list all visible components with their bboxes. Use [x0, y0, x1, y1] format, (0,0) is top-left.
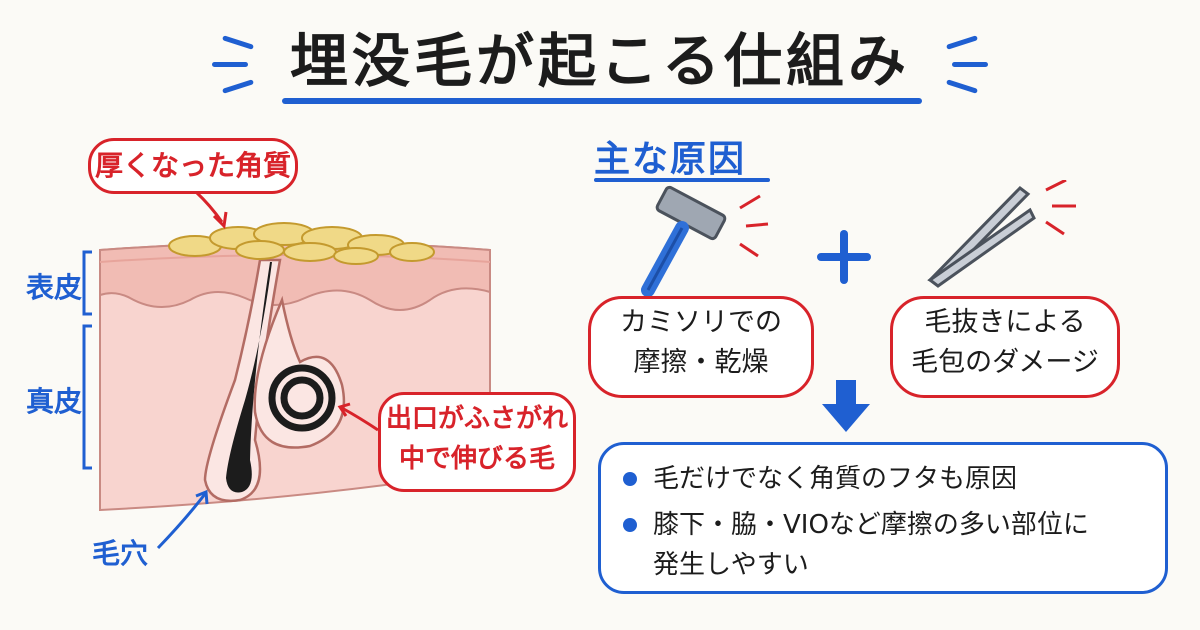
summary-bullet-1-text: 毛だけでなく角質のフタも原因 — [653, 464, 1018, 494]
razor-icon — [641, 185, 769, 297]
summary-bullet-1: 毛だけでなく角質のフタも原因 — [623, 459, 1143, 499]
dermis-bracket — [82, 324, 92, 470]
summary-bullet-2-text: 膝下・脇・VIOなど摩擦の多い部位に 発生しやすい — [653, 505, 1089, 585]
tweezers-icon — [927, 180, 1076, 288]
down-arrow-icon — [822, 380, 870, 432]
razor-cause-line1: カミソリでの — [620, 307, 782, 338]
blocked-hair-line1: 出口がふさがれ — [385, 404, 568, 434]
summary-box: 毛だけでなく角質のフタも原因 膝下・脇・VIOなど摩擦の多い部位に 発生しやすい — [598, 442, 1168, 594]
summary-bullet-2-line2: 発生しやすい — [653, 550, 809, 580]
keratin-arrow — [194, 190, 224, 223]
plus-icon — [817, 230, 871, 284]
title-underline — [282, 98, 922, 104]
epidermis-bracket — [82, 250, 92, 316]
keratin-layer — [168, 222, 435, 265]
tweezers-cause-line2: 毛包のダメージ — [911, 347, 1099, 378]
dermis-label: 真皮 — [26, 385, 83, 418]
summary-bullet-2: 膝下・脇・VIOなど摩擦の多い部位に 発生しやすい — [623, 505, 1143, 585]
page-title: 埋没毛が起こる仕組み — [289, 27, 910, 95]
title-accent-dash — [212, 62, 248, 67]
tweezers-cause-bubble: 毛抜きによる 毛包のダメージ — [890, 296, 1120, 398]
razor-cause-line2: 摩擦・乾燥 — [633, 347, 769, 378]
thick-keratin-text: 厚くなった角質 — [94, 149, 291, 182]
coiled-hair — [268, 364, 336, 432]
tweezers-cause-line1: 毛抜きによる — [924, 307, 1086, 338]
blocked-hair-label: 出口がふさがれ 中で伸びる毛 — [378, 392, 576, 492]
blocked-hair-line2: 中で伸びる毛 — [398, 444, 555, 474]
summary-bullet-2-line1: 膝下・脇・VIOなど摩擦の多い部位に — [653, 510, 1089, 540]
epidermis-label: 表皮 — [26, 271, 83, 304]
causes-heading: 主な原因 — [594, 139, 747, 180]
title-accent-dash — [952, 62, 988, 67]
pore-label: 毛穴 — [92, 537, 149, 570]
pore-arrow — [156, 493, 207, 550]
bullet-dot-icon — [623, 472, 637, 486]
hair-shaft — [226, 262, 272, 493]
bullet-dot-icon — [623, 518, 637, 532]
thick-keratin-label: 厚くなった角質 — [88, 138, 298, 194]
blocked-arrow — [341, 406, 379, 432]
razor-cause-bubble: カミソリでの 摩擦・乾燥 — [588, 296, 814, 398]
causes-underline — [594, 178, 770, 182]
cause-icons — [641, 180, 1076, 432]
